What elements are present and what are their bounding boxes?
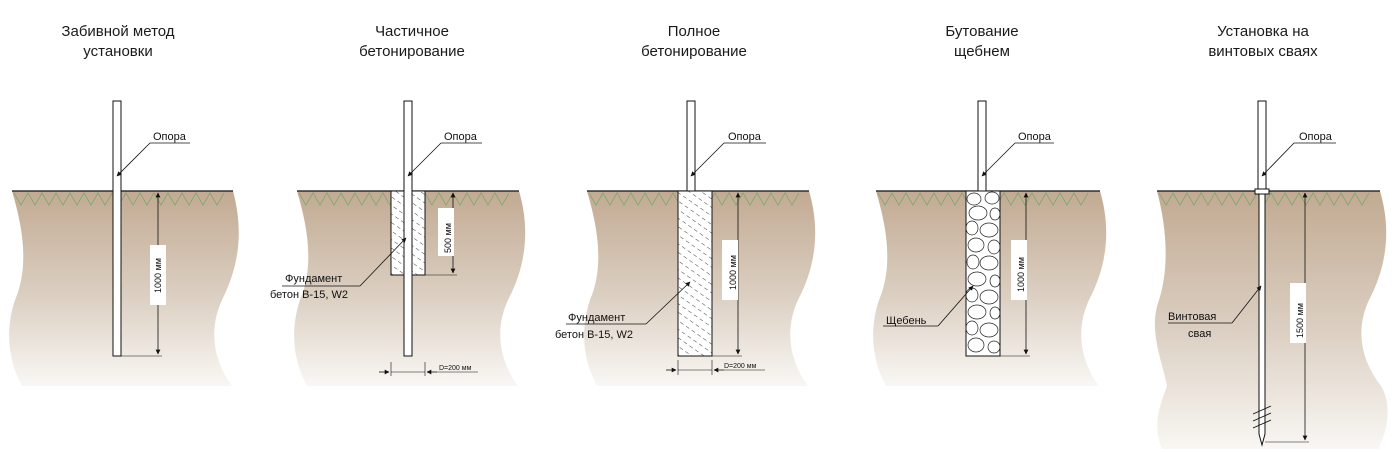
panel-2-title-line1: Частичное <box>375 23 449 40</box>
panel-5-support-label: Опора <box>1299 131 1333 143</box>
panel-5-pile-cap <box>1254 188 1270 195</box>
panel-2-diameter-label: D=200 мм <box>439 365 472 372</box>
panel-5-title: Установка на винтовых сваях <box>1153 22 1373 62</box>
panel-2-foundation-line2: бетон В-15, W2 <box>270 289 348 301</box>
panel-4-gravel-fill <box>965 190 1001 357</box>
panel-4-support-post <box>977 100 987 192</box>
panel-1-support-leader <box>116 142 151 177</box>
panel-5-soil <box>1154 191 1388 449</box>
panel-5-screw-pile <box>1258 193 1266 447</box>
panel-1-title-line2: установки <box>83 43 153 60</box>
panel-3: Опора 1000 мм Фундамент бетон В-15, W2 D… <box>555 100 816 386</box>
panel-2-title-line2: бетонирование <box>359 43 465 60</box>
panel-5-pile-line1: Винтовая <box>1168 311 1216 323</box>
panel-3-foundation-line1: Фундамент <box>568 312 625 324</box>
panel-3-title: Полное бетонирование <box>584 22 804 62</box>
panel-1-soil <box>9 191 239 386</box>
panel-1-title-line1: Забивной метод <box>61 23 175 40</box>
panel-1: Опора 1000 мм <box>9 100 239 386</box>
panel-2-support-label: Опора <box>444 131 478 143</box>
panel-2-title: Частичное бетонирование <box>302 22 522 62</box>
panel-1-support-label: Опора <box>153 131 187 143</box>
panel-2-depth-label: 500 мм <box>443 223 453 253</box>
panel-2: Опора 500 мм Фундамент бетон В-15, W2 D=… <box>270 100 526 386</box>
panel-5: Опора 1500 мм Винтовая свая <box>1154 100 1388 449</box>
panel-4-depth-label: 1000 мм <box>1016 257 1026 292</box>
panel-1-depth-label: 1000 мм <box>153 258 163 293</box>
panel-3-diameter-label: D=200 мм <box>724 363 757 370</box>
panel-1-title: Забивной метод установки <box>8 22 228 62</box>
panel-3-title-line2: бетонирование <box>641 43 747 60</box>
panel-5-title-line1: Установка на <box>1217 23 1309 40</box>
panel-5-title-line2: винтовых сваях <box>1208 43 1318 60</box>
panel-3-support-post <box>686 100 696 192</box>
panel-4-title-line1: Бутование <box>945 23 1019 40</box>
panel-4-title-line2: щебнем <box>954 43 1010 60</box>
panel-4-fill-label: Щебень <box>886 315 927 327</box>
panel-3-depth-label: 1000 мм <box>728 255 738 290</box>
panel-4-title: Бутование щебнем <box>872 22 1092 62</box>
panel-5-screw-blades <box>1252 405 1272 429</box>
panel-4-support-label: Опора <box>1018 131 1052 143</box>
panel-2-support-post <box>403 100 413 357</box>
panel-5-pile-line2: свая <box>1188 328 1211 340</box>
panel-1-support-post <box>112 100 122 357</box>
panel-3-foundation-line2: бетон В-15, W2 <box>555 329 633 341</box>
panel-3-support-label: Опора <box>728 131 762 143</box>
panel-5-depth-label: 1500 мм <box>1295 303 1305 338</box>
panel-3-title-line1: Полное <box>667 23 721 40</box>
panel-2-foundation-line1: Фундамент <box>285 273 342 285</box>
panel-4: Опора 1000 мм Щебень <box>873 100 1107 386</box>
